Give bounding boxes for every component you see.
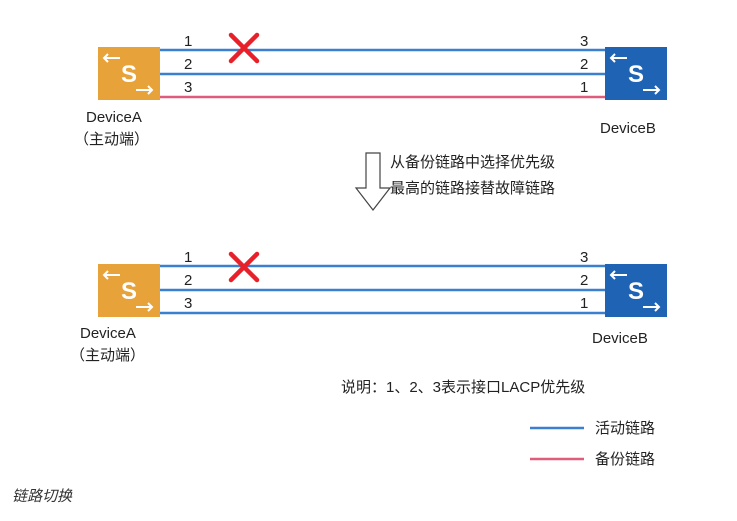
bottom-link-3-left-priority: 3 bbox=[184, 295, 193, 312]
bottom-link-1-left-priority: 1 bbox=[184, 249, 193, 266]
top-device-b-name: DeviceB bbox=[600, 120, 656, 137]
top-device-a-name: DeviceA bbox=[86, 109, 142, 126]
top-link-1-left-priority: 1 bbox=[184, 33, 193, 50]
top-device-a-role: （主动端） bbox=[74, 131, 150, 148]
legend-backup-label: 备份链路 bbox=[595, 451, 656, 468]
top-failure-x-icon bbox=[228, 32, 260, 64]
top-device-a-switch-icon: S bbox=[98, 47, 160, 100]
down-arrow-icon bbox=[354, 152, 392, 211]
top-device-b-switch-icon: S bbox=[605, 47, 667, 100]
top-link-1-right-priority: 3 bbox=[580, 33, 589, 50]
top-link-2-left-priority: 2 bbox=[184, 56, 193, 73]
figure-caption: 链路切换 bbox=[12, 488, 73, 505]
bottom-link-2-right-priority: 2 bbox=[580, 272, 589, 289]
bottom-link-2-left-priority: 2 bbox=[184, 272, 193, 289]
priority-note: 说明：1、2、3表示接口LACP优先级 bbox=[341, 379, 586, 396]
top-link-2-right-priority: 2 bbox=[580, 56, 589, 73]
arrow-text-line-2: 最高的链路接替故障链路 bbox=[390, 180, 556, 197]
svg-text:S: S bbox=[121, 278, 137, 305]
svg-text:S: S bbox=[121, 61, 137, 88]
svg-text:S: S bbox=[628, 278, 644, 305]
bottom-device-a-switch-icon: S bbox=[98, 264, 160, 317]
legend-active-label: 活动链路 bbox=[595, 420, 656, 437]
top-link-3-right-priority: 1 bbox=[580, 79, 589, 96]
bottom-device-a-role: （主动端） bbox=[70, 347, 146, 364]
bottom-device-a-name: DeviceA bbox=[80, 325, 136, 342]
arrow-text-line-1: 从备份链路中选择优先级 bbox=[390, 154, 556, 171]
bottom-link-1-right-priority: 3 bbox=[580, 249, 589, 266]
svg-text:S: S bbox=[628, 61, 644, 88]
bottom-failure-x-icon bbox=[228, 251, 260, 283]
bottom-link-3-right-priority: 1 bbox=[580, 295, 589, 312]
bottom-device-b-name: DeviceB bbox=[592, 330, 648, 347]
top-link-3-left-priority: 3 bbox=[184, 79, 193, 96]
bottom-device-b-switch-icon: S bbox=[605, 264, 667, 317]
